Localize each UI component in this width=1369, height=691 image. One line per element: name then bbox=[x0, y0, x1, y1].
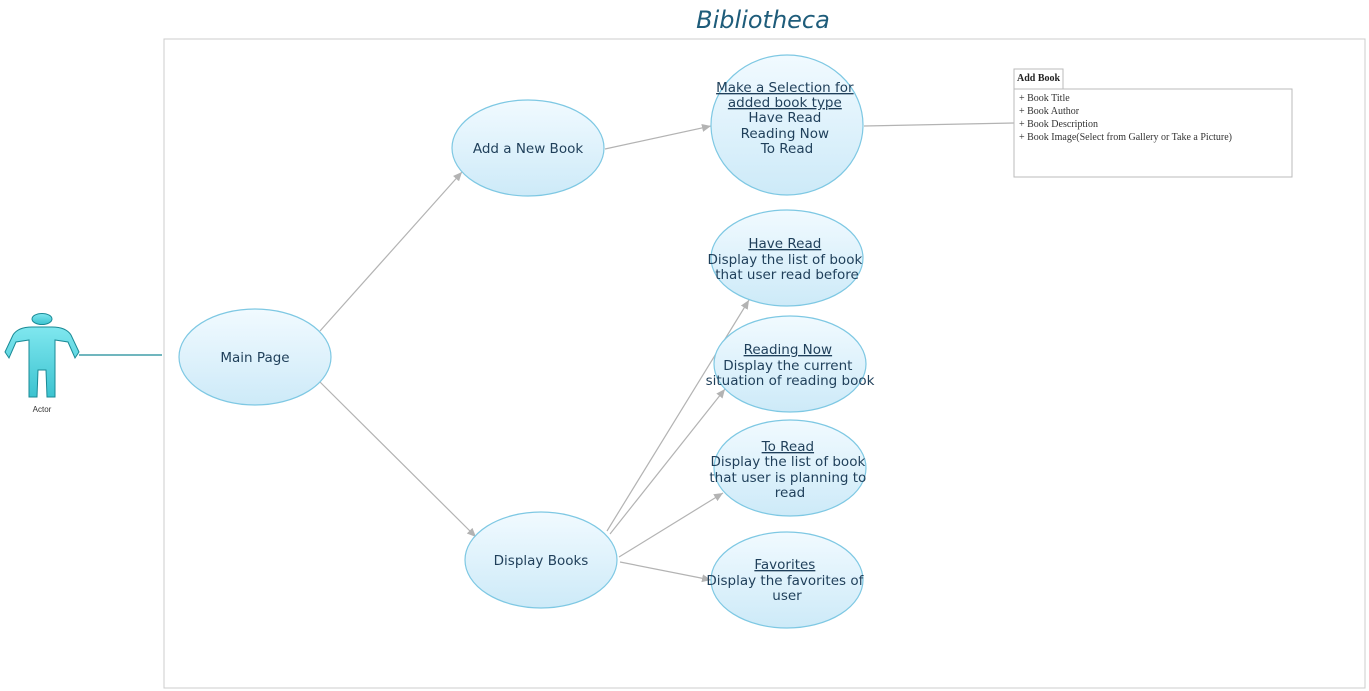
arrow-display-to-to-read bbox=[618, 492, 724, 558]
svg-text:Make a Selection for add: Make a Selection for added book type Hav… bbox=[716, 80, 858, 157]
use-case-line: Have Read bbox=[748, 110, 821, 126]
add-book-note[interactable]: Add Book + Book Title + Book Author + Bo… bbox=[1013, 68, 1293, 178]
note-title: Add Book bbox=[1017, 73, 1061, 84]
use-case-heading: Have Read bbox=[748, 236, 821, 252]
svg-text:Main Page: Main Page bbox=[220, 350, 289, 366]
use-case-line: that user is planning to bbox=[709, 470, 866, 486]
use-case-display-books[interactable]: Display Books bbox=[464, 511, 618, 609]
use-case-line: Display the list of book bbox=[710, 454, 865, 470]
use-case-line: To Read bbox=[760, 141, 813, 157]
arrow-add-to-selection bbox=[604, 123, 712, 150]
use-case-main-page[interactable]: Main Page bbox=[178, 308, 332, 406]
actor-label: Actor bbox=[33, 405, 52, 414]
use-case-heading: Favorites bbox=[754, 557, 815, 573]
arrow-main-to-add bbox=[319, 171, 463, 332]
note-item: + Book Author bbox=[1019, 106, 1080, 117]
arrow-main-to-display bbox=[319, 381, 477, 538]
svg-text:Favorites Display the fa: Favorites Display the favorites of user bbox=[706, 557, 867, 604]
svg-text:To Read Display the list: To Read Display the list of book that us… bbox=[709, 439, 870, 501]
use-case-have-read[interactable]: Have Read Display the list of book that … bbox=[707, 209, 866, 307]
use-case-heading: Make a Selection for bbox=[716, 80, 854, 96]
note-item: + Book Description bbox=[1019, 119, 1098, 130]
use-case-line: Display the list of book bbox=[707, 252, 862, 268]
actor-head bbox=[31, 313, 53, 325]
use-case-heading: Reading Now bbox=[744, 342, 833, 358]
note-body bbox=[1013, 88, 1293, 178]
arrow-display-to-favorites bbox=[619, 561, 712, 583]
use-case-reading-now[interactable]: Reading Now Display the current situatio… bbox=[706, 315, 875, 413]
use-case-line: Reading Now bbox=[741, 126, 830, 142]
use-case-to-read[interactable]: To Read Display the list of book that us… bbox=[709, 419, 870, 517]
use-case-make-selection[interactable]: Make a Selection for added book type Hav… bbox=[710, 54, 864, 196]
use-case-heading: added book type bbox=[728, 95, 842, 111]
relations bbox=[319, 122, 1015, 583]
use-case-line: user bbox=[772, 588, 802, 604]
svg-text:Have Read Display the li: Have Read Display the list of book that … bbox=[707, 236, 866, 283]
note-item: + Book Image(Select from Gallery or Take… bbox=[1019, 132, 1232, 143]
svg-text:Display Books: Display Books bbox=[494, 553, 589, 569]
line-selection-to-note bbox=[863, 122, 1015, 127]
system-boundary bbox=[163, 38, 1366, 689]
use-case-line: Display the favorites of bbox=[706, 573, 864, 589]
svg-text:Reading Now Display the: Reading Now Display the current situatio… bbox=[706, 342, 875, 389]
use-case-line: Display the current bbox=[723, 358, 852, 374]
use-case-line: read bbox=[775, 485, 805, 501]
diagram-title: Bibliotheca bbox=[696, 6, 830, 34]
use-case-line: that user read before bbox=[715, 267, 859, 283]
use-case-label: Main Page bbox=[220, 350, 289, 366]
use-case-favorites[interactable]: Favorites Display the favorites of user bbox=[706, 531, 867, 629]
use-case-label: Display Books bbox=[494, 553, 589, 569]
use-case-label: Add a New Book bbox=[473, 141, 584, 157]
use-case-add-new-book[interactable]: Add a New Book bbox=[451, 99, 605, 197]
use-case-line: situation of reading book bbox=[706, 373, 875, 389]
note-item: + Book Title bbox=[1019, 93, 1070, 104]
arrow-display-to-reading-now bbox=[609, 388, 726, 535]
actor-figure[interactable]: Actor bbox=[4, 313, 80, 415]
use-case-heading: To Read bbox=[761, 439, 814, 455]
svg-text:Add a New Book: Add a New Book bbox=[473, 141, 584, 157]
actor-body bbox=[4, 326, 80, 398]
